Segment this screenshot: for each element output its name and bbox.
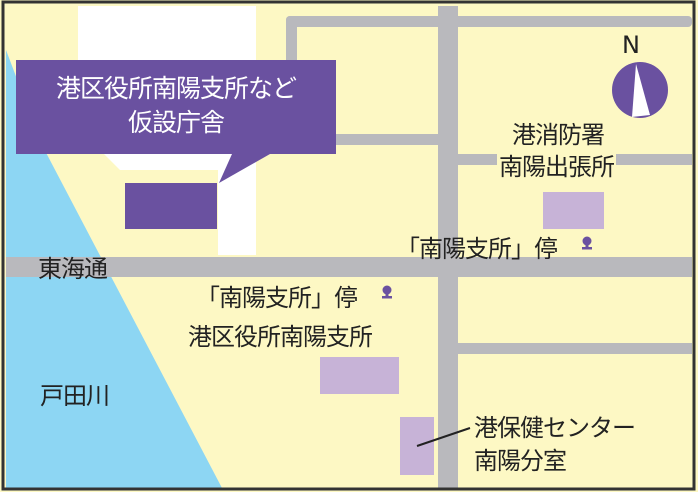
fire-station-label-line1: 港消防署 (512, 121, 605, 149)
callout-pointer (219, 154, 270, 183)
river (6, 50, 222, 488)
health-center-label-line2: 南陽分室 (474, 447, 567, 475)
ward-office-building (320, 357, 399, 394)
health-center-leader-line (416, 427, 471, 447)
fire-station-label-line2: 南陽出張所 (497, 152, 616, 182)
bus-stop-east-label: 「南陽支所」停 (396, 235, 558, 263)
callout-line1: 港区役所南陽支所など (55, 74, 297, 103)
callout-label: 港区役所南陽支所など 仮設庁舎 (16, 60, 336, 154)
health-center-label-line1: 港保健センター (474, 414, 636, 442)
fire-station-building (543, 192, 604, 229)
bus-stop-pin-icon (582, 236, 592, 250)
temporary-office-building (125, 183, 217, 229)
north-arrow-icon (612, 62, 668, 118)
bus-stop-pin-icon (382, 285, 392, 299)
river-name-label: 戸田川 (40, 382, 110, 410)
callout-line2: 仮設庁舎 (127, 108, 225, 137)
bus-stop-west-label: 「南陽支所」停 (196, 284, 358, 312)
ward-office-label: 港区役所南陽支所 (188, 323, 373, 351)
callout-box (16, 60, 336, 154)
compass-label: N (622, 31, 640, 59)
road-name-label: 東海通 (38, 255, 108, 283)
